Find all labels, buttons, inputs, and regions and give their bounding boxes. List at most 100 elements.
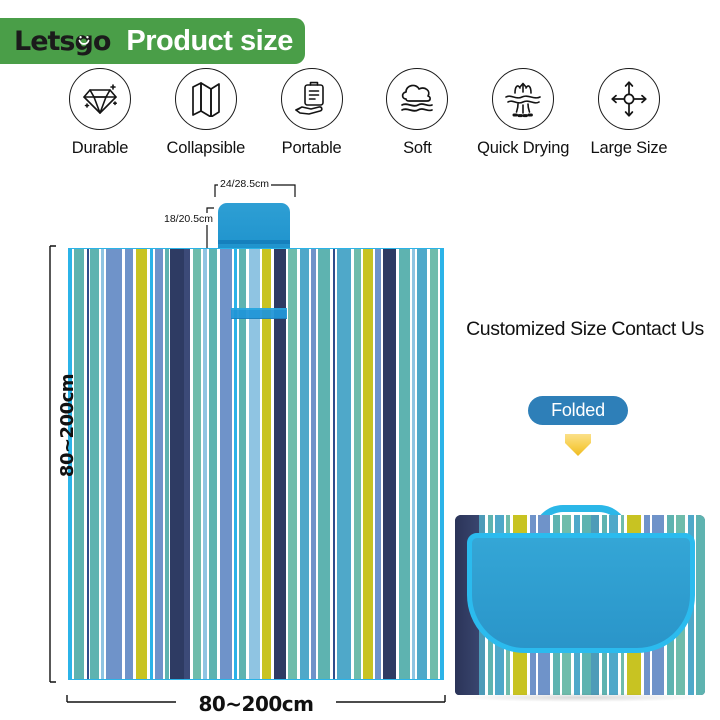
stripe	[184, 249, 191, 679]
stripe	[99, 249, 102, 679]
stripe	[297, 249, 301, 679]
stripe	[409, 249, 412, 679]
mat-width-label: 80~200cm	[198, 692, 314, 716]
stripe	[395, 249, 399, 679]
stripe	[360, 249, 363, 679]
stripe	[372, 249, 376, 679]
stripe	[337, 249, 352, 679]
customized-size-text: Customized Size Contact Us	[466, 318, 704, 340]
stripe	[335, 249, 338, 679]
stripe	[694, 515, 697, 695]
feature-soft: Soft	[369, 68, 465, 158]
feature-large-size: Large Size	[581, 68, 677, 158]
stripe	[133, 249, 137, 679]
stripe	[152, 249, 155, 679]
stripe	[375, 249, 382, 679]
feature-label: Soft	[403, 139, 432, 157]
smiley-face-icon: g	[74, 25, 94, 57]
stripe	[136, 249, 148, 679]
stripe	[411, 249, 416, 679]
bag-flap	[467, 533, 695, 653]
stripe	[430, 249, 438, 679]
stripe	[208, 249, 218, 679]
stripe	[231, 249, 234, 679]
stripe	[300, 249, 310, 679]
stripe	[383, 249, 396, 679]
stripe	[351, 249, 354, 679]
stripe	[271, 249, 274, 679]
stripe	[362, 249, 373, 679]
stripe	[101, 249, 105, 679]
stripe	[86, 249, 89, 679]
stripe	[381, 249, 384, 679]
feature-label: Durable	[71, 139, 129, 157]
stripe	[162, 249, 165, 679]
stripe	[427, 249, 431, 679]
stripe	[192, 249, 201, 679]
clipboard-on-hand-icon	[280, 68, 343, 130]
mat-handle-band	[218, 240, 290, 244]
stripe	[69, 249, 72, 679]
feature-label: Collapsible	[166, 139, 246, 157]
stripe	[437, 249, 440, 679]
feature-collapsible: Collapsible	[158, 68, 254, 158]
mat-width-dimension-line	[66, 695, 446, 703]
stripe	[315, 249, 318, 679]
stripe	[398, 249, 410, 679]
picnic-mat	[68, 248, 444, 680]
stripe	[147, 249, 150, 679]
stripe	[90, 249, 100, 679]
stripe	[164, 249, 169, 679]
stripe	[317, 249, 330, 679]
stripe	[233, 249, 237, 679]
stripe	[311, 249, 316, 679]
stripe	[106, 249, 122, 679]
feature-quick-drying: Quick Drying	[475, 68, 571, 158]
stripe	[217, 249, 221, 679]
mat-strap	[231, 308, 287, 319]
handle-width-label: 24/28.5cm	[218, 178, 272, 190]
stripe	[439, 249, 443, 679]
stripe	[262, 249, 272, 679]
stripe	[149, 249, 153, 679]
feature-label: Quick Drying	[477, 139, 570, 157]
stripe	[71, 249, 74, 679]
feature-label: Large Size	[590, 139, 668, 157]
down-arrow-icon	[565, 434, 591, 456]
stripe	[329, 249, 333, 679]
diamond-icon	[69, 68, 131, 130]
page-title: Product size	[126, 24, 293, 57]
stripe	[309, 249, 312, 679]
stripe	[73, 249, 84, 679]
stripe	[206, 249, 209, 679]
stripe	[285, 249, 288, 679]
stripe	[200, 249, 203, 679]
stripe	[220, 249, 232, 679]
cloud-fabric-icon	[386, 68, 449, 130]
stripe	[332, 249, 336, 679]
feature-label: Portable	[281, 139, 342, 157]
stripe	[202, 249, 207, 679]
bag-shadow	[463, 693, 699, 702]
stripe	[417, 249, 428, 679]
four-way-arrows-icon	[597, 68, 660, 130]
folded-map-icon	[174, 68, 237, 130]
folded-bag	[455, 505, 705, 702]
feature-durable: Durable	[52, 68, 148, 158]
stripe	[287, 249, 298, 679]
stripe	[415, 249, 418, 679]
stripe	[236, 249, 239, 679]
feature-list: Durable Collapsible	[52, 68, 677, 158]
stripe	[170, 249, 185, 679]
mat-stripe-pattern	[69, 249, 443, 679]
stripe	[121, 249, 125, 679]
stripe	[83, 249, 87, 679]
feature-portable: Portable	[264, 68, 360, 158]
mat-handle-flap	[218, 203, 290, 250]
smile-mark	[78, 35, 90, 45]
stripe	[168, 249, 171, 679]
stripe	[353, 249, 361, 679]
stripe	[696, 515, 705, 695]
